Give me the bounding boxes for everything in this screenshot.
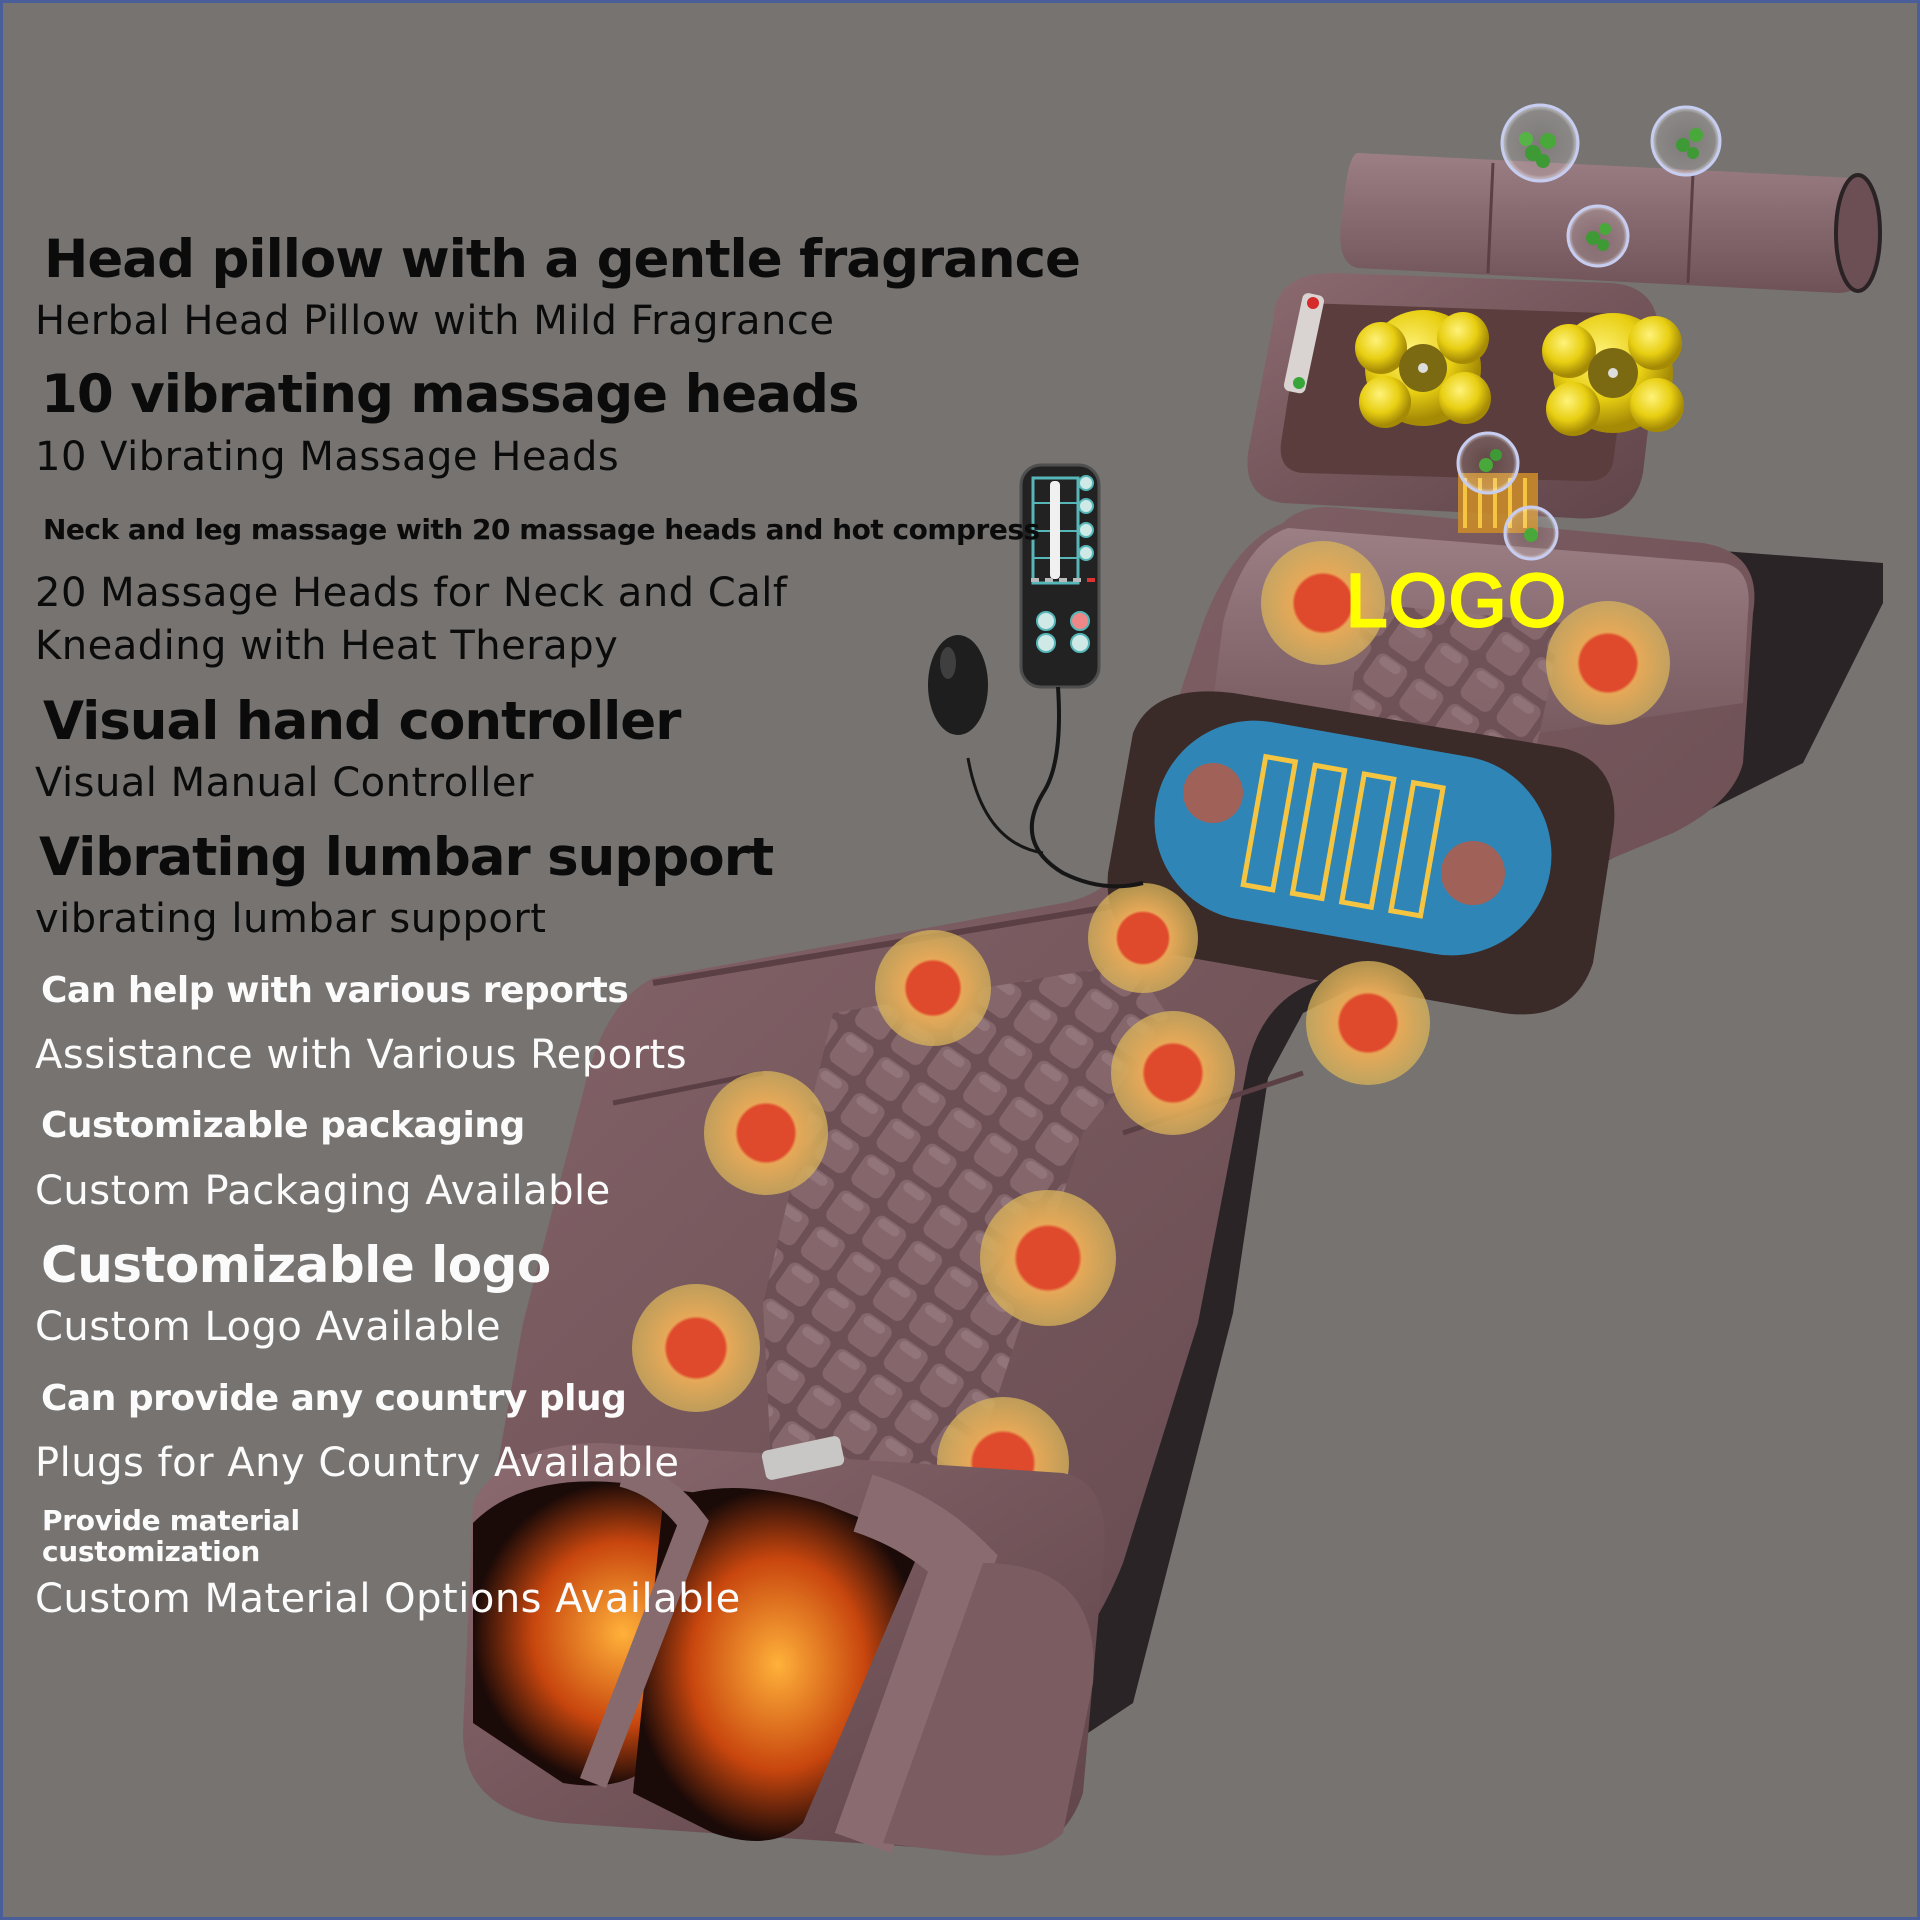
massage-mat-illustration (463, 103, 1883, 1856)
kneading-node-icon (1355, 310, 1491, 428)
feature-subtitle-reports: Assistance with Various Reports (35, 1032, 688, 1078)
foot-roller-icon (633, 1488, 923, 1841)
feature-title-neck-leg-massage: Neck and leg massage with 20 massage hea… (43, 513, 1040, 546)
heat-point-icon (1088, 883, 1198, 993)
herb-bubble-icon (1503, 505, 1559, 561)
feature-title-material-line1: Provide material (42, 1504, 300, 1537)
feature-subtitle-neck-leg-line1: 20 Massage Heads for Neck and Calf (35, 570, 788, 616)
heat-point-icon (632, 1284, 760, 1412)
feature-subtitle-country-plug: Plugs for Any Country Available (35, 1440, 680, 1486)
feature-subtitle-material: Custom Material Options Available (35, 1576, 741, 1622)
feature-title-country-plug: Can provide any country plug (41, 1378, 627, 1419)
heat-point-icon (704, 1071, 828, 1195)
kneading-node-icon (1542, 313, 1684, 436)
heat-point-icon (980, 1190, 1116, 1326)
herb-bubble-icon (1650, 105, 1722, 177)
heat-point-icon (1261, 541, 1385, 665)
feature-title-vibrating-heads: 10 vibrating massage heads (41, 364, 859, 425)
herb-bubble-icon (1500, 103, 1580, 183)
feature-subtitle-neck-leg-line2: Kneading with Heat Therapy (35, 623, 619, 669)
herb-bubble-icon (1456, 431, 1520, 495)
heating-coil-icon (1240, 753, 1446, 919)
feature-subtitle-packaging: Custom Packaging Available (35, 1168, 611, 1214)
heat-point-icon (1546, 601, 1670, 725)
foot-control-panel (761, 1436, 845, 1480)
feature-title-material-line2: customization (42, 1535, 261, 1568)
feature-subtitle-vibrating-heads: 10 Vibrating Massage Heads (35, 434, 620, 480)
air-pump-bulb-icon (928, 635, 988, 735)
herb-bubble-icon (1566, 204, 1630, 268)
heat-point-icon (1111, 1011, 1235, 1135)
feature-title-hand-controller: Visual hand controller (43, 691, 681, 752)
feature-subtitle-fragrance-pillow: Herbal Head Pillow with Mild Fragrance (35, 298, 835, 344)
feature-title-logo: Customizable logo (41, 1236, 551, 1294)
feature-title-reports: Can help with various reports (41, 970, 629, 1011)
logo-placeholder: LOGO (1345, 558, 1568, 644)
feature-subtitle-logo: Custom Logo Available (35, 1304, 502, 1350)
headrest-button-strip (1283, 293, 1325, 394)
feature-subtitle-lumbar-support: vibrating lumbar support (35, 896, 547, 942)
feature-title-lumbar-support: Vibrating lumbar support (39, 827, 774, 888)
controller-cable (1029, 686, 1144, 889)
hand-controller-icon (1019, 463, 1101, 689)
feature-title-fragrance-pillow: Head pillow with a gentle fragrance (44, 229, 1081, 290)
feature-title-packaging: Customizable packaging (41, 1105, 525, 1146)
heat-point-icon (875, 930, 991, 1046)
feature-subtitle-hand-controller: Visual Manual Controller (35, 760, 534, 806)
heat-point-icon (1306, 961, 1430, 1085)
